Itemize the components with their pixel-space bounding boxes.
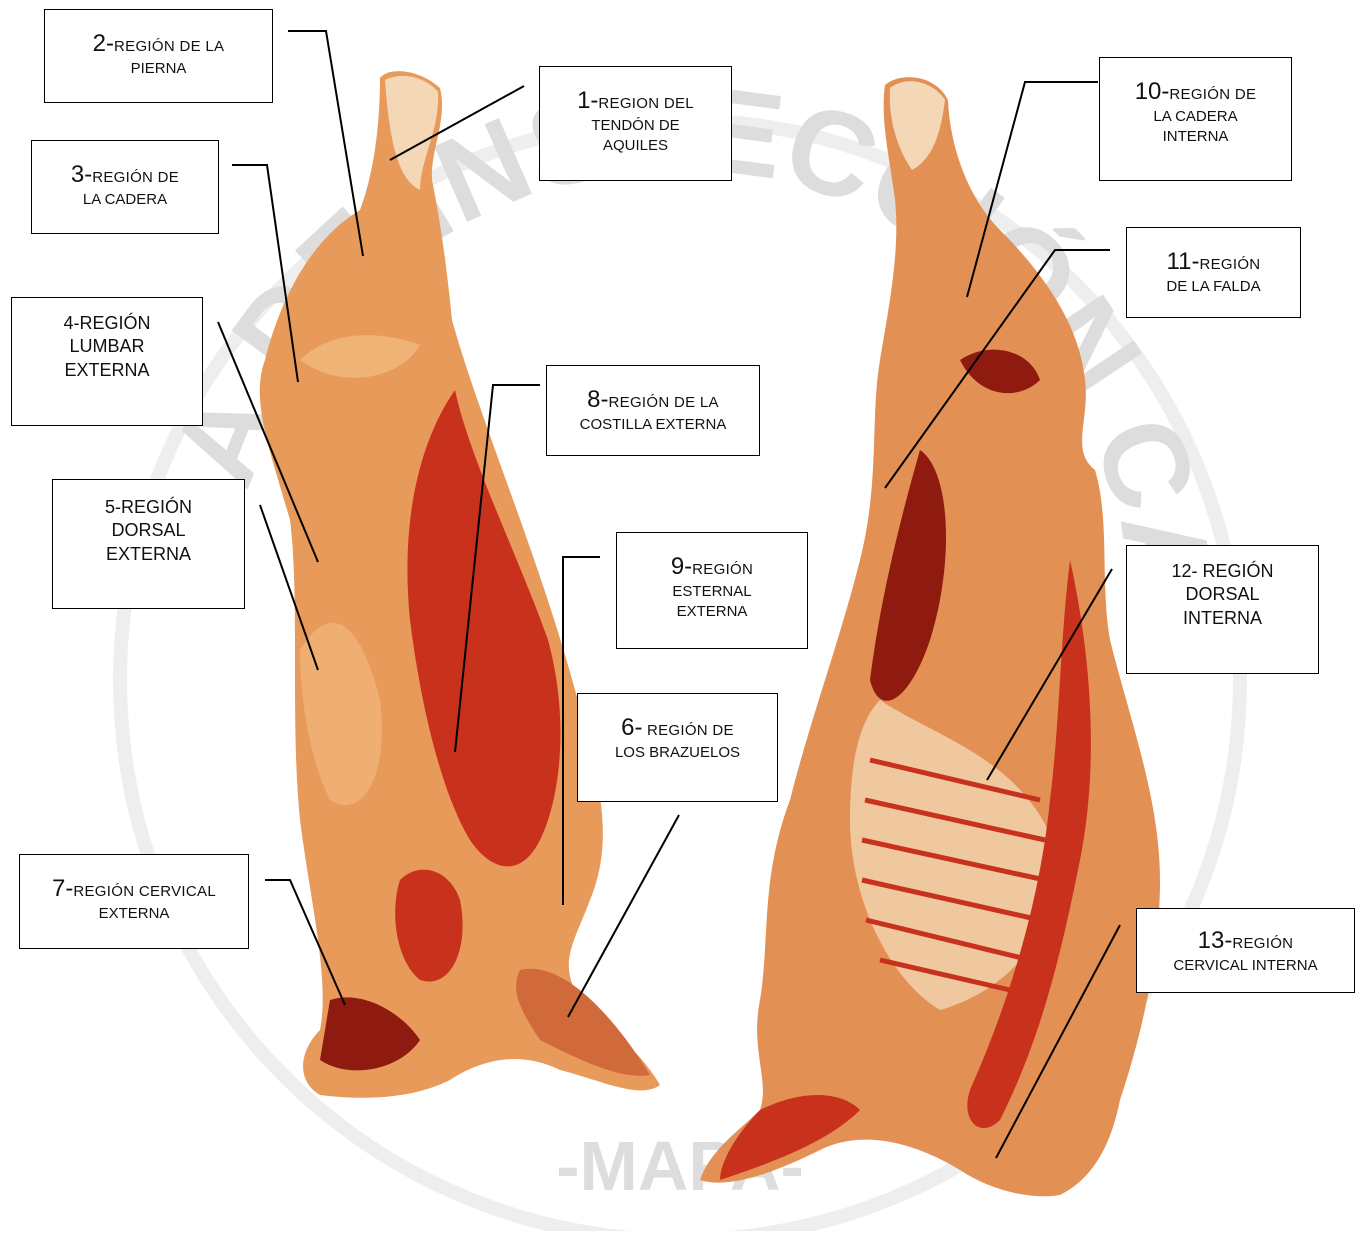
label-region-8: 8-REGIÓN DE LA COSTILLA EXTERNA [546,365,760,456]
label-line: REGIÓN [692,561,753,578]
label-line: 4-REGIÓN [12,312,202,335]
label-region-4: 4-REGIÓN LUMBAR EXTERNA [11,297,203,426]
label-line: REGIÓN DE [1169,86,1256,103]
label-line: REGIÓN DE [642,722,733,739]
label-region-3: 3-REGIÓN DE LA CADERA [31,140,219,234]
label-line: EXTERNA [20,904,248,924]
label-line: EXTERNA [12,359,202,382]
label-line: 5-REGIÓN [53,496,244,519]
label-line: LA CADERA [32,190,218,210]
label-line: REGIÓN DE [92,169,179,186]
label-line: 12- REGIÓN [1127,560,1318,583]
label-line: LA CADERA [1100,107,1291,127]
label-line: REGIÓN CERVICAL [73,883,216,900]
label-line: TENDÓN DE [540,116,731,136]
label-region-6: 6- REGIÓN DE LOS BRAZUELOS [577,693,778,802]
label-line: INTERNA [1127,607,1318,630]
label-number: 10- [1135,78,1170,105]
label-line: EXTERNA [617,602,807,622]
label-region-10: 10-REGIÓN DE LA CADERA INTERNA [1099,57,1292,181]
label-line: DORSAL [53,519,244,542]
label-line: ESTERNAL [617,582,807,602]
label-number: 1- [577,87,598,114]
label-number: 3- [71,161,92,188]
label-number: 7- [52,875,73,902]
label-line: AQUILES [540,136,731,156]
label-number: 8- [587,386,608,413]
label-region-9: 9-REGIÓN ESTERNAL EXTERNA [616,532,808,649]
label-number: 6- [621,714,642,741]
label-region-7: 7-REGIÓN CERVICAL EXTERNA [19,854,249,949]
label-region-12: 12- REGIÓN DORSAL INTERNA [1126,545,1319,674]
label-region-11: 11-REGIÓN DE LA FALDA [1126,227,1301,318]
label-line: LOS BRAZUELOS [578,743,777,763]
label-number: 9- [671,553,692,580]
label-line: EXTERNA [53,543,244,566]
label-line: REGIÓN DE LA [609,394,719,411]
label-line: PIERNA [45,59,272,79]
label-line: REGIÓN [1232,935,1293,952]
label-number: 13- [1198,927,1233,954]
label-number: 2- [93,30,114,57]
label-region-2: 2-REGIÓN DE LA PIERNA [44,9,273,103]
label-line: DE LA FALDA [1127,277,1300,297]
label-region-1: 1-REGION DEL TENDÓN DE AQUILES [539,66,732,181]
label-line: CERVICAL INTERNA [1137,956,1354,976]
label-line: REGION DEL [598,95,694,112]
label-line: COSTILLA EXTERNA [547,415,759,435]
label-line: LUMBAR [12,335,202,358]
label-number: 11- [1167,248,1200,275]
label-line: REGIÓN DE LA [114,38,224,55]
label-line: INTERNA [1100,127,1291,147]
label-line: DORSAL [1127,583,1318,606]
label-line: REGIÓN [1199,256,1260,273]
label-region-13: 13-REGIÓN CERVICAL INTERNA [1136,908,1355,993]
label-region-5: 5-REGIÓN DORSAL EXTERNA [52,479,245,609]
